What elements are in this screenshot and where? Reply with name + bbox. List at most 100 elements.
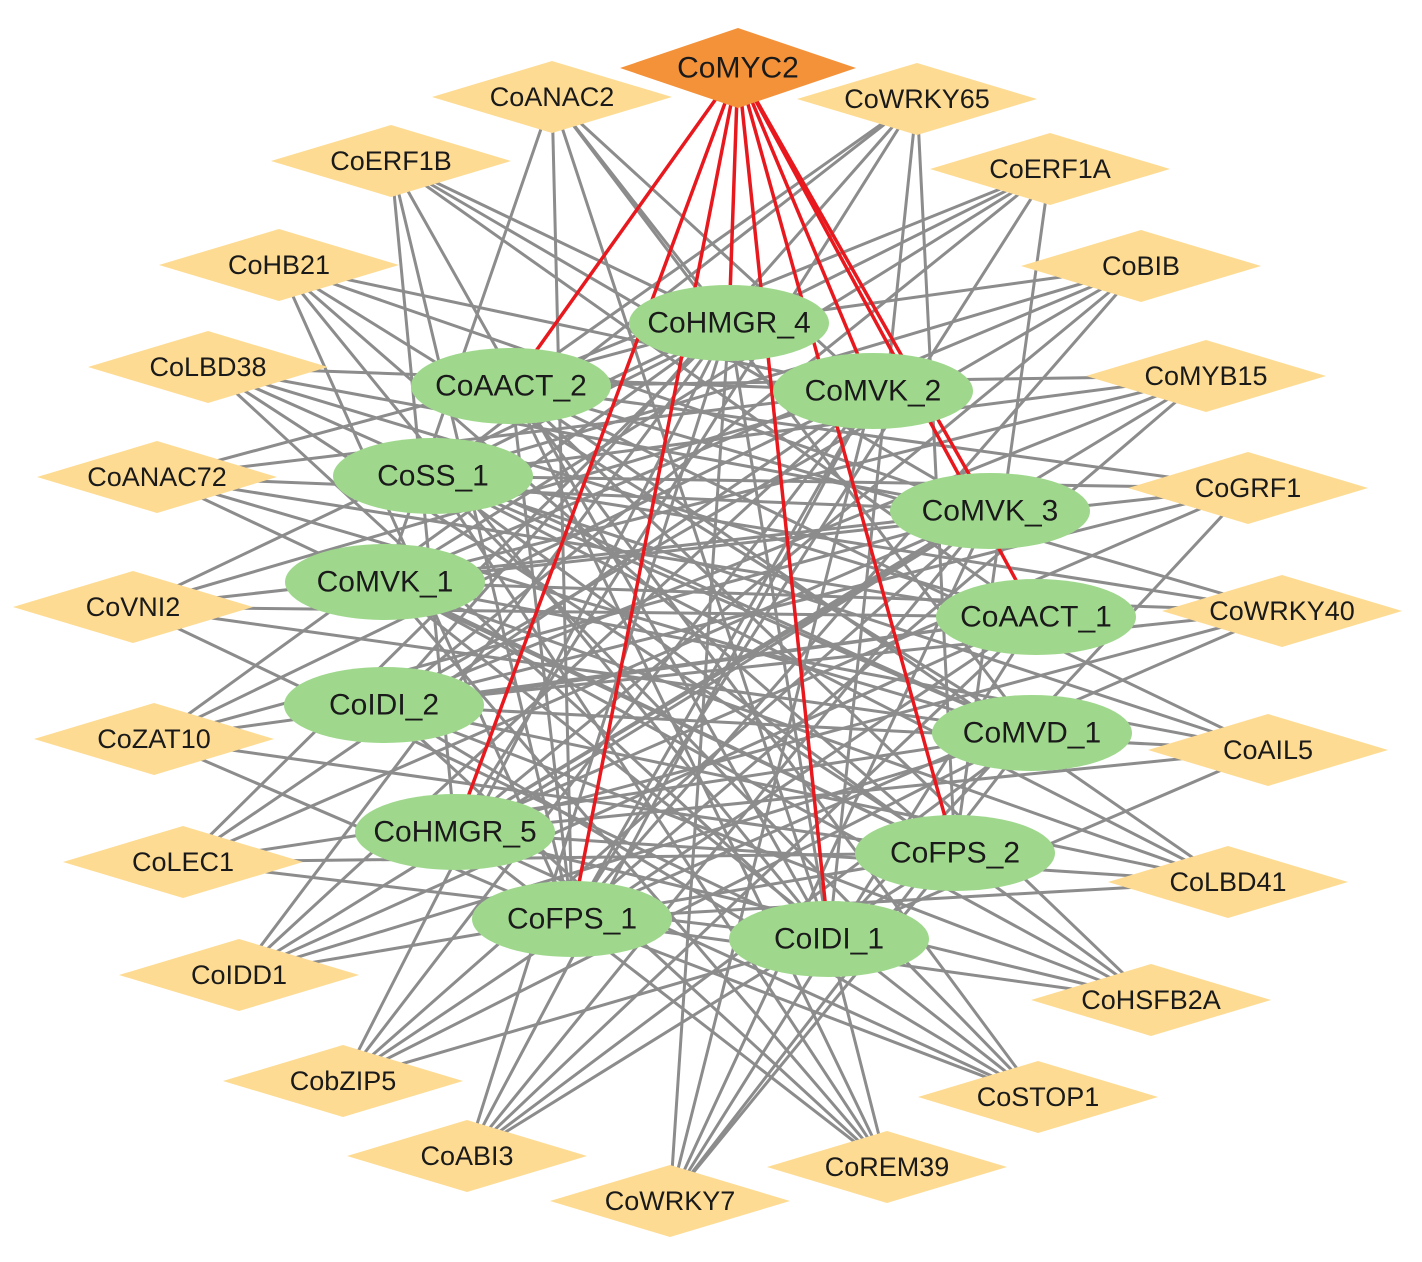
edge-tf23-g5 (668, 509, 992, 1203)
gene-node-comvk-2[interactable]: CoMVK_2 (773, 353, 973, 429)
tf-diamond-shape (223, 1045, 463, 1117)
edge-tf8-g6 (383, 374, 1208, 584)
gene-node-comvk-3[interactable]: CoMVK_3 (890, 473, 1090, 549)
tf-node-coail5[interactable]: CoAIL5 (1148, 714, 1388, 786)
tf-diamond-shape (1031, 964, 1271, 1036)
tf-node-covni2[interactable]: CoVNI2 (13, 571, 253, 643)
tf-label: CoABI3 (420, 1141, 513, 1171)
tf-label: CoIDD1 (191, 960, 287, 990)
tf-diamond-shape (271, 125, 511, 197)
gene-node-cohmgr-4[interactable]: CoHMGR_4 (629, 285, 829, 361)
edge-tf11-g13 (131, 605, 831, 941)
tf-node-cohb21[interactable]: CoHB21 (159, 229, 399, 301)
gene-node-cofps-1[interactable]: CoFPS_1 (472, 881, 672, 957)
edge-tf19-g5 (341, 509, 992, 1083)
gene-ellipse-shape (890, 473, 1090, 549)
tf-node-cobib[interactable]: CoBIB (1021, 230, 1261, 302)
tf-node-cowrky7[interactable]: CoWRKY7 (550, 1165, 790, 1237)
gene-node-coidi-2[interactable]: CoIDI_2 (284, 667, 484, 743)
edge-tf17-g1 (237, 321, 731, 977)
tf-label: CoHSFB2A (1081, 985, 1221, 1015)
gene-node-coaact-1[interactable]: CoAACT_1 (936, 579, 1136, 655)
gene-ellipse-shape (411, 348, 611, 424)
edge-tf21-g5 (465, 509, 992, 1158)
gene-ellipse-shape (285, 544, 485, 620)
tf-node-coanac72[interactable]: CoANAC72 (37, 441, 277, 513)
tf-label: CoHB21 (228, 250, 330, 280)
tf-node-corem39[interactable]: CoREM39 (767, 1131, 1007, 1203)
edge-tf11-g9 (131, 605, 1034, 735)
edge-tf18-g8 (382, 703, 1153, 1002)
tf-diamond-shape (1021, 230, 1261, 302)
edge-tf16-g12 (570, 880, 1230, 921)
edge-tf22-g13 (827, 937, 889, 1169)
edge-tf16-g10 (453, 830, 1230, 884)
edge-g6-g11 (383, 580, 957, 855)
tf-node-colbd38[interactable]: CoLBD38 (88, 331, 328, 403)
tf-node-colec1[interactable]: CoLEC1 (63, 826, 303, 898)
edge-red-hub-g10 (453, 66, 740, 834)
tf-node-coerf1a[interactable]: CoERF1A (930, 133, 1170, 205)
edge-tf21-g1 (465, 321, 731, 1158)
gene-ellipse-shape (936, 579, 1136, 655)
edge-tf18-g6 (383, 580, 1153, 1002)
edge-tf22-g6 (383, 580, 889, 1169)
gene-node-coaact-2[interactable]: CoAACT_2 (411, 348, 611, 424)
gene-label: CoMVD_1 (963, 717, 1101, 750)
tf-diamond-shape (1162, 575, 1402, 647)
hub-node-comyc2[interactable]: CoMYC2 (620, 28, 856, 108)
tf-label: CoANAC72 (87, 462, 227, 492)
tf-node-coabi3[interactable]: CoABI3 (347, 1120, 587, 1192)
gene-node-cohmgr-5[interactable]: CoHMGR_5 (355, 794, 555, 870)
gene-node-coss-1[interactable]: CoSS_1 (333, 438, 533, 514)
tf-diamond-shape (918, 1061, 1158, 1133)
edge-tf22-g4 (431, 474, 889, 1169)
edge-red-hub-g3 (736, 66, 875, 393)
tf-label: CoZAT10 (97, 724, 211, 754)
edge-tf13-g1 (152, 321, 731, 741)
tf-label: CoBIB (1102, 251, 1180, 281)
gene-node-comvk-1[interactable]: CoMVK_1 (285, 544, 485, 620)
tf-node-cowrky40[interactable]: CoWRKY40 (1162, 575, 1402, 647)
edge-tf5-g5 (277, 263, 992, 513)
edge-tf10-g6 (383, 486, 1250, 584)
gene-node-comvd-1[interactable]: CoMVD_1 (932, 695, 1132, 771)
tf-label: CobZIP5 (290, 1066, 397, 1096)
tf-node-cogrf1[interactable]: CoGRF1 (1128, 452, 1368, 524)
edge-tf21-g3 (465, 389, 875, 1158)
edge-g1-g13 (727, 321, 831, 941)
tf-node-cowrky65[interactable]: CoWRKY65 (797, 63, 1037, 135)
tf-node-coidd1[interactable]: CoIDD1 (119, 939, 359, 1011)
tf-diamond-shape (159, 229, 399, 301)
tf-node-coanac2[interactable]: CoANAC2 (432, 61, 672, 133)
tf-node-comyb15[interactable]: CoMYB15 (1086, 340, 1326, 412)
edge-tf6-g10 (453, 264, 1143, 834)
tf-diamond-shape (13, 571, 253, 643)
tf-node-cozat10[interactable]: CoZAT10 (34, 703, 274, 775)
tf-node-cohsfb2a[interactable]: CoHSFB2A (1031, 964, 1271, 1036)
gene-node-coidi-1[interactable]: CoIDI_1 (729, 901, 929, 977)
edge-tf17-g5 (237, 509, 992, 977)
gene-label: CoSS_1 (377, 460, 489, 493)
tf-diamond-shape (1108, 846, 1348, 918)
gene-node-cofps-2[interactable]: CoFPS_2 (855, 815, 1055, 891)
gene-label: CoAACT_1 (960, 601, 1112, 634)
tf-diamond-shape (88, 331, 328, 403)
gene-label: CoMVK_1 (317, 566, 454, 599)
gene-ellipse-shape (284, 667, 484, 743)
tf-node-cobzip5[interactable]: CobZIP5 (223, 1045, 463, 1117)
edge-tf20-g10 (453, 830, 1040, 1099)
edge-tf23-g11 (668, 851, 957, 1203)
edge-tf16-g2 (509, 384, 1230, 884)
tf-node-costop1[interactable]: CoSTOP1 (918, 1061, 1158, 1133)
tf-node-colbd41[interactable]: CoLBD41 (1108, 846, 1348, 918)
tf-label: CoANAC2 (490, 82, 615, 112)
tf-label: CoWRKY7 (605, 1186, 736, 1216)
gene-label: CoAACT_2 (435, 370, 587, 403)
tf-diamond-shape (432, 61, 672, 133)
tf-diamond-shape (1128, 452, 1368, 524)
tf-node-coerf1b[interactable]: CoERF1B (271, 125, 511, 197)
edge-red-hub-g11 (736, 66, 957, 855)
tf-diamond-shape (797, 63, 1037, 135)
